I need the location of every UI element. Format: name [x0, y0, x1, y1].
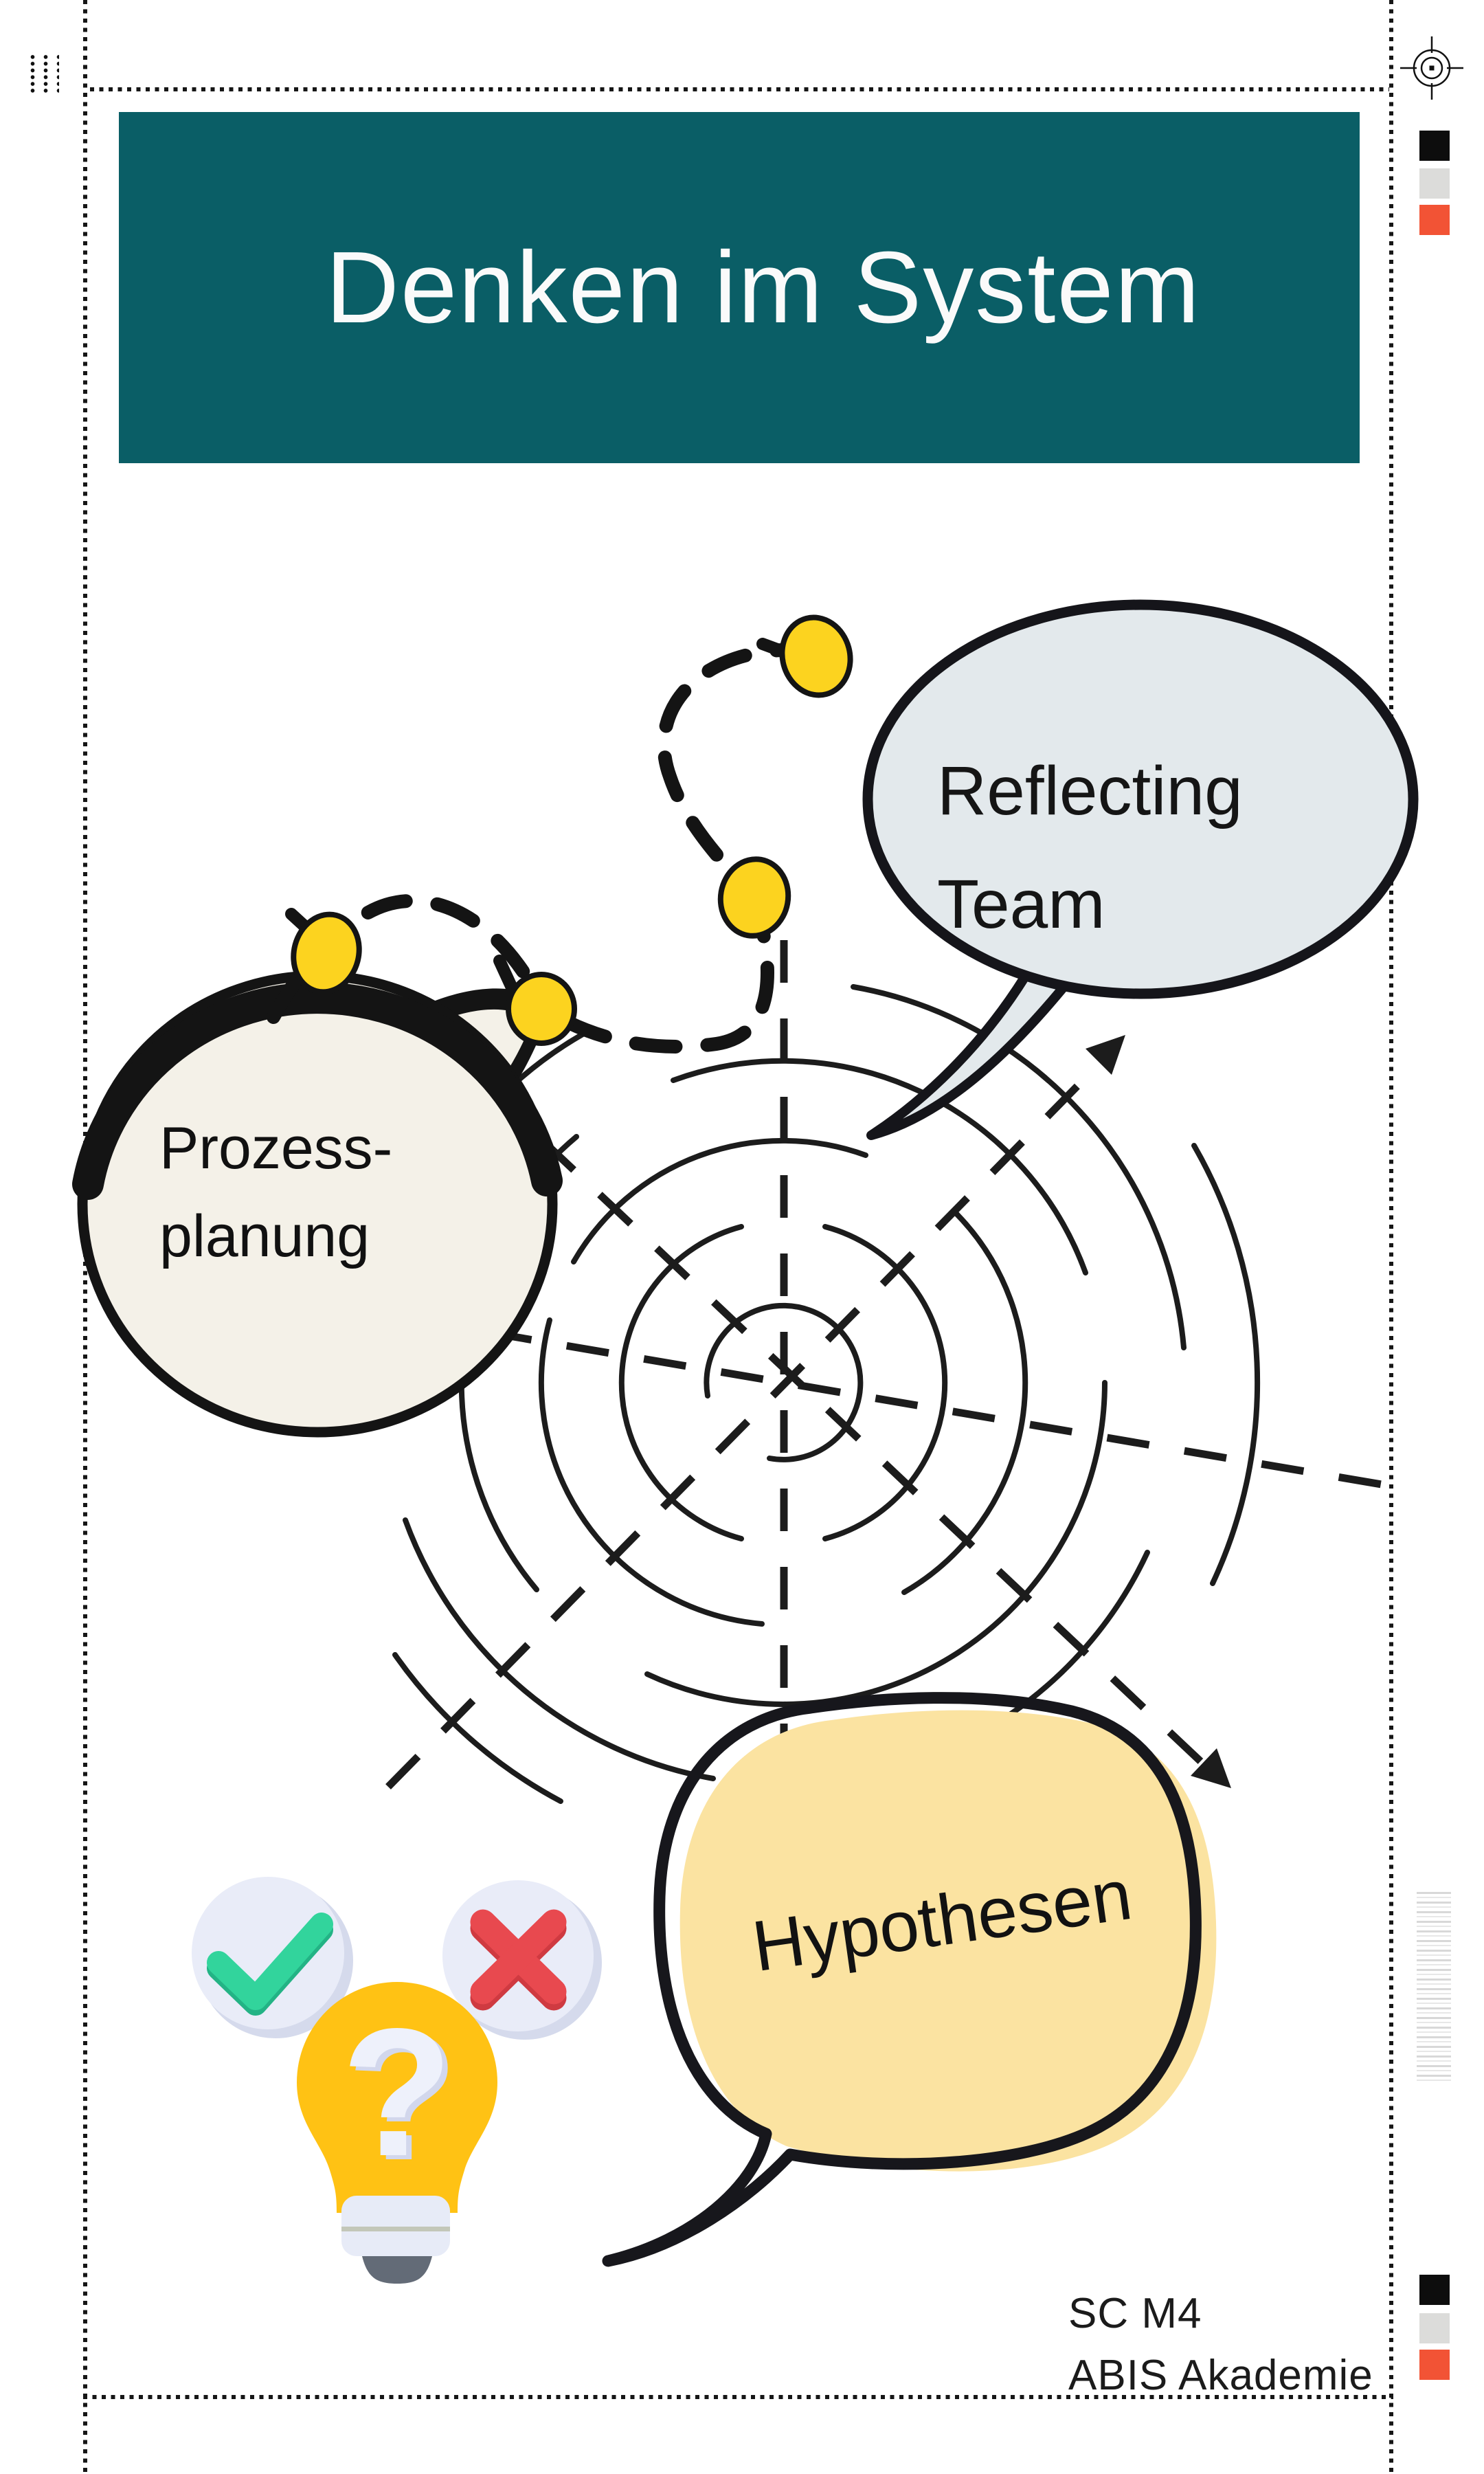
registration-target-icon [1400, 36, 1463, 100]
barcode [1417, 1892, 1451, 2083]
dashed-hop-path [267, 643, 823, 1054]
color-swatch-gray-bottom [1419, 2313, 1450, 2343]
question-mark-glyph: ? [341, 1991, 453, 2194]
prozessplanung-label-line1: Prozess- [159, 1115, 392, 1181]
page-title: Denken im System [326, 230, 1201, 344]
yellow-dot-icon [291, 614, 853, 1046]
hypothesen-bubble: Hypothesen [602, 1692, 1217, 2267]
footer-line1: SC M4 [1068, 2290, 1202, 2337]
crop-line-right [1389, 0, 1393, 2474]
crop-line-top [90, 87, 1389, 91]
color-swatch-black-top [1419, 131, 1450, 161]
svg-text:?: ? [347, 1995, 458, 2198]
check-circle-icon [192, 1877, 353, 2038]
decision-icons: ? ? [192, 1877, 602, 2284]
footer-line2: ABIS Akademie [1068, 2352, 1373, 2399]
color-swatch-orange-bottom [1419, 2350, 1450, 2380]
x-circle-icon [442, 1880, 602, 2040]
title-banner: Denken im System [119, 112, 1360, 463]
footer-credit: SC M4 ABIS Akademie [1068, 2283, 1373, 2407]
reflecting-team-label-line1: Reflecting [937, 753, 1243, 829]
color-swatch-gray-top [1419, 168, 1450, 199]
reflecting-team-label-line2: Team [937, 866, 1105, 943]
dash-stubs [285, 638, 793, 1001]
color-swatch-black-bottom [1419, 2275, 1450, 2305]
color-swatch-orange-top [1419, 205, 1450, 235]
lightbulb-question-icon: ? ? [297, 1982, 497, 2284]
reflecting-team-bubble: Reflecting Team [862, 599, 1419, 1140]
dashed-spokes [385, 940, 1402, 1880]
prozessplanung-label-line2: planung [159, 1203, 370, 1269]
dashed-arrow-icon [1086, 1035, 1231, 1788]
crop-line-bottom [83, 2395, 1393, 2399]
drag-dots-icon [25, 52, 59, 93]
prozessplanung-bubble: Prozess- planung [72, 970, 563, 1438]
